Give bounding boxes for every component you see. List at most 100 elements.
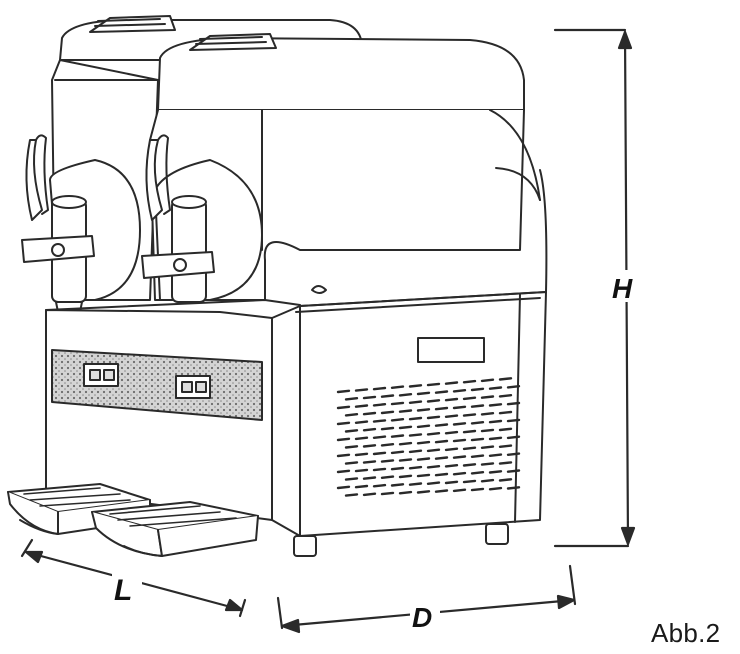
vent-slot (444, 414, 459, 418)
vent-slot (498, 478, 513, 482)
vent-slot (434, 439, 449, 444)
vent-slot (488, 419, 503, 424)
vent-slot (434, 406, 449, 411)
vent-slot (344, 493, 359, 497)
vent-slot (506, 418, 521, 423)
tap-left (21, 134, 95, 313)
vent-slot (462, 396, 477, 401)
vent-slot (344, 429, 359, 433)
vent-slot (480, 478, 495, 483)
vent-slot (434, 390, 449, 394)
figure-caption: Abb.2 (651, 618, 721, 648)
vent-slot (452, 438, 467, 443)
vent-slot (372, 386, 387, 391)
vent-slot (416, 457, 431, 461)
vent-slot (488, 453, 503, 457)
vent-slot (362, 460, 377, 464)
drip-tray-right (91, 501, 259, 557)
vent-slot (398, 393, 413, 397)
vent-slot (444, 397, 459, 402)
vent-slot (408, 400, 423, 404)
vent-slot (398, 474, 413, 479)
vent-slot (362, 444, 377, 448)
vent-slot (390, 401, 405, 406)
vent-slot (444, 464, 459, 468)
vent-slot (498, 427, 513, 432)
vent-slot (480, 378, 495, 383)
vent-slot (506, 401, 521, 406)
vent-slot (354, 420, 369, 424)
vent-slot (362, 427, 377, 432)
vent-slot (390, 434, 405, 438)
vent-slot (380, 394, 395, 398)
vent-slot (372, 403, 387, 407)
vent-slot (426, 432, 441, 436)
label-d: D (412, 602, 432, 633)
vent-slot (380, 410, 395, 415)
vent-slot (452, 405, 467, 410)
vent-slot (336, 405, 351, 410)
vent-slot (452, 389, 467, 393)
vent-slot (434, 472, 449, 477)
vent-slot (452, 455, 467, 459)
vent-slot (336, 389, 351, 394)
vent-slot (380, 475, 395, 479)
vent-slot (398, 425, 413, 430)
vent-slot (362, 476, 377, 480)
vent-slot (452, 471, 467, 476)
vent-slot (470, 404, 485, 408)
vent-slot (498, 410, 513, 415)
vent-slot (390, 450, 405, 455)
vent-slot (344, 397, 359, 401)
vent-slot (398, 490, 413, 495)
vent-slot (480, 428, 495, 433)
vent-slot (372, 467, 387, 472)
vent-slot (362, 411, 377, 416)
vent-slot (434, 489, 449, 493)
vent-slot (506, 486, 521, 490)
vent-slot (344, 461, 359, 465)
vent-slot (488, 386, 503, 390)
vent-slot (506, 435, 521, 440)
vent-slot (362, 395, 377, 400)
vent-slot (380, 426, 395, 431)
vent-slot (462, 463, 477, 467)
vent-slot (380, 491, 395, 496)
vent-slot (506, 452, 521, 456)
vent-slot (470, 454, 485, 458)
vent-slot (444, 447, 459, 452)
vent-slot (462, 379, 477, 384)
vent-slot (354, 468, 369, 473)
vent-slot (408, 416, 423, 421)
vent-slot (336, 453, 351, 458)
vent-slot (398, 458, 413, 462)
vent-slot (488, 470, 503, 474)
vent-slot (426, 399, 441, 403)
label-h: H (612, 273, 633, 304)
vent-slot (336, 437, 351, 442)
vent-slot (390, 418, 405, 422)
vent-slot (426, 448, 441, 453)
vent-slot (452, 488, 467, 493)
vent-slot (480, 445, 495, 449)
label-d-bg (410, 598, 440, 632)
vent-slot (416, 424, 431, 429)
vent-slot (416, 440, 431, 445)
vent-slot (488, 486, 503, 491)
vent-slot (344, 413, 359, 417)
vent-slot (462, 429, 477, 434)
vent-slot (408, 465, 423, 470)
vent-slot (416, 391, 431, 396)
control-panel (51, 349, 263, 421)
vent-slot (470, 487, 485, 492)
vent-slot (354, 388, 369, 392)
vent-slot (372, 451, 387, 456)
vent-slot (444, 480, 459, 485)
vent-slot (336, 485, 351, 490)
label-l-bg (112, 570, 142, 604)
label-h-bg (610, 270, 638, 302)
vent-slot (462, 413, 477, 417)
vent-grille (336, 377, 521, 497)
vent-slot (408, 449, 423, 454)
